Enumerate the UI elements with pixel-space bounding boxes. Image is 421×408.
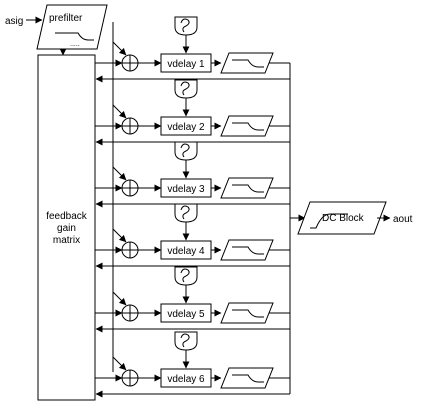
lowpass-curve-icon-1 xyxy=(232,59,264,68)
lowpass-filter-2 xyxy=(220,115,274,137)
lowpass-curve-icon-4 xyxy=(232,246,264,255)
prefilter-block: prefilter ..... xyxy=(36,4,108,50)
lowpass-filter-3 xyxy=(220,177,274,199)
vdelay-label-2: vdelay 2 xyxy=(167,122,205,133)
lowpass-filter-6 xyxy=(220,367,274,389)
vdelay-block-6: vdelay 6 xyxy=(160,368,212,388)
prefilter-label: prefilter xyxy=(49,13,83,24)
lowpass-curve-icon-3 xyxy=(232,184,264,193)
matrix-label-line-2: gain xyxy=(57,223,76,234)
delay-rows: vdelay 1 vdelay 2 vdelay 3 vdelay 4 vdelay 5… xyxy=(95,16,291,398)
sum-junction-6 xyxy=(121,369,139,387)
feedback-gain-matrix: feedback gain matrix xyxy=(37,54,96,401)
vdelay-label-1: vdelay 1 xyxy=(167,59,205,70)
bus-to-sum-4 xyxy=(112,228,127,243)
lowpass-curve-icon-6 xyxy=(232,374,264,383)
lfo-modulator-icon-5 xyxy=(174,266,198,286)
vdelay-label-6: vdelay 6 xyxy=(167,374,205,385)
matrix-label-line-1: feedback xyxy=(46,211,88,222)
bus-to-sum-3 xyxy=(112,166,127,181)
output-label: aout xyxy=(393,214,413,225)
lowpass-curve-icon-2 xyxy=(232,122,264,131)
vdelay-block-3: vdelay 3 xyxy=(160,178,212,198)
lowpass-filter-5 xyxy=(220,302,274,324)
sum-junction-2 xyxy=(121,117,139,135)
lfo-modulator-icon-3 xyxy=(174,141,198,161)
lowpass-filter-4 xyxy=(220,239,274,261)
delay-row-6: vdelay 6 xyxy=(95,331,291,398)
lfo-modulator-icon-6 xyxy=(174,331,198,351)
bus-to-sum-1 xyxy=(112,41,127,56)
lfo-modulator-icon-1 xyxy=(174,16,198,36)
delay-row-4: vdelay 4 xyxy=(95,203,291,270)
vdelay-block-2: vdelay 2 xyxy=(160,116,212,136)
bus-to-sum-6 xyxy=(112,356,127,371)
vdelay-block-1: vdelay 1 xyxy=(160,53,212,73)
dc-block-curve-icon xyxy=(310,213,348,229)
input-label: asig xyxy=(5,16,23,27)
prefilter-curve-icon xyxy=(55,32,94,41)
delay-row-1: vdelay 1 xyxy=(95,16,291,83)
vdelay-block-5: vdelay 5 xyxy=(160,303,212,323)
bus-to-sum-2 xyxy=(112,104,127,119)
sum-junction-3 xyxy=(121,179,139,197)
prefilter-dots: ..... xyxy=(70,41,80,48)
dc-block: DC Block xyxy=(297,201,387,235)
lowpass-filter-1 xyxy=(220,52,274,74)
lfo-modulator-icon-4 xyxy=(174,203,198,223)
matrix-label-line-3: matrix xyxy=(53,235,80,246)
delay-row-2: vdelay 2 xyxy=(95,79,291,146)
sum-junction-1 xyxy=(121,54,139,72)
sum-junction-4 xyxy=(121,241,139,259)
lfo-modulator-icon-2 xyxy=(174,79,198,99)
vdelay-label-4: vdelay 4 xyxy=(167,246,205,257)
vdelay-block-4: vdelay 4 xyxy=(160,240,212,260)
dc-block-label: DC Block xyxy=(322,213,365,224)
lowpass-curve-icon-5 xyxy=(232,309,264,318)
sum-junction-5 xyxy=(121,304,139,322)
vdelay-label-5: vdelay 5 xyxy=(167,309,205,320)
bus-to-sum-5 xyxy=(112,291,127,306)
vdelay-label-3: vdelay 3 xyxy=(167,184,205,195)
delay-row-3: vdelay 3 xyxy=(95,141,291,208)
delay-row-5: vdelay 5 xyxy=(95,266,291,333)
